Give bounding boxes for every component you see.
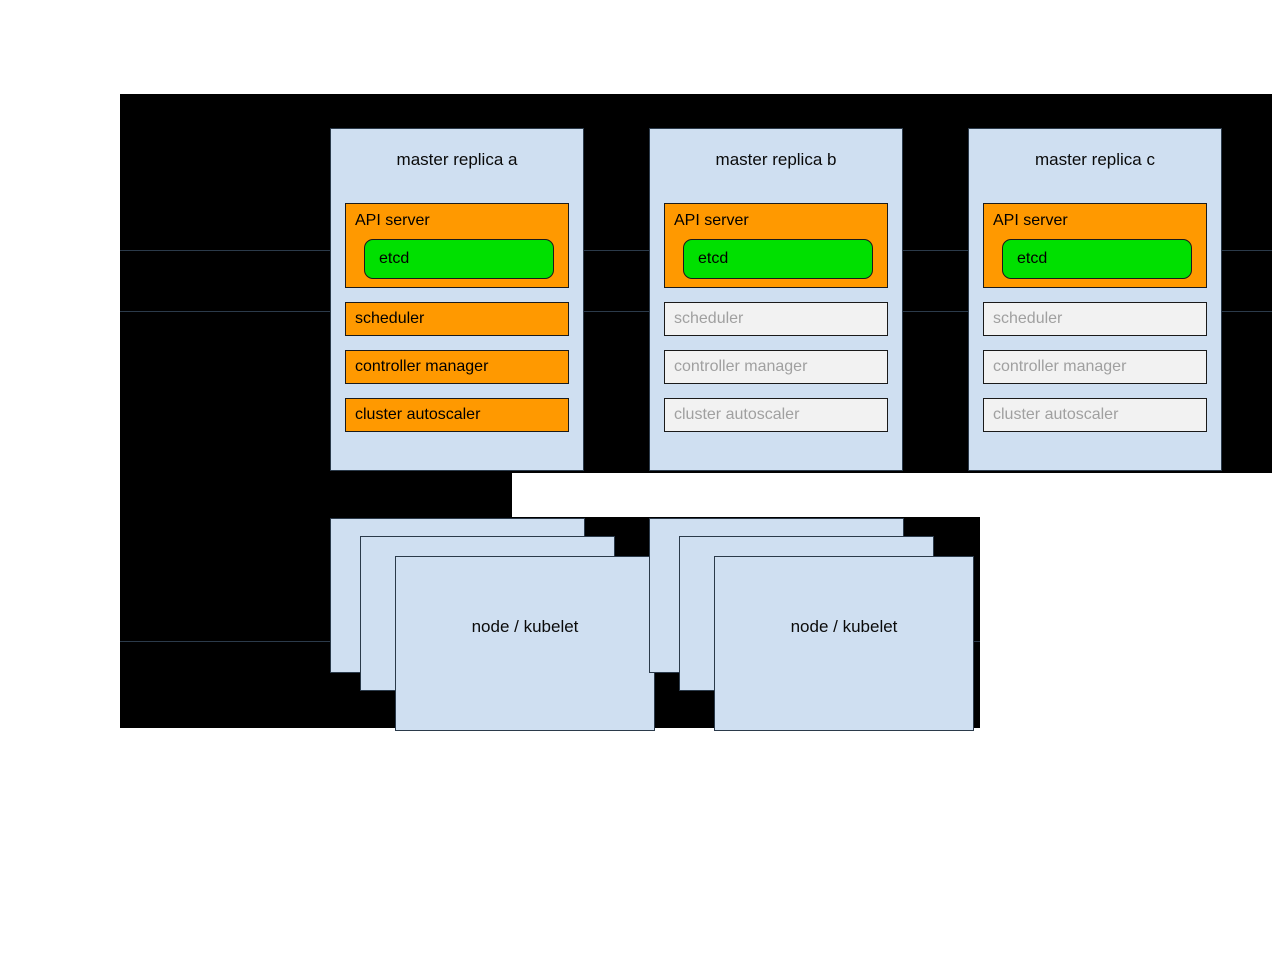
scheduler-box-a[interactable]: scheduler [345,302,569,336]
controller-manager-box-a[interactable]: controller manager [345,350,569,384]
controller-manager-box-c[interactable]: controller manager [983,350,1207,384]
api-server-label-c: API server [993,212,1068,229]
node-stack-2[interactable]: node / kubelet [649,518,979,733]
cluster-autoscaler-box-c[interactable]: cluster autoscaler [983,398,1207,432]
master-replica-a-panel[interactable]: master replica a API server etcd schedul… [330,128,584,471]
etcd-box-b[interactable]: etcd [683,239,873,279]
api-server-block-a[interactable]: API server etcd [345,203,569,288]
master-replica-b-components: API server etcd scheduler controller man… [664,203,888,446]
node-label-2: node / kubelet [790,616,898,636]
master-replica-a-title: master replica a [396,150,518,169]
scheduler-box-b[interactable]: scheduler [664,302,888,336]
etcd-box-a[interactable]: etcd [364,239,554,279]
cluster-autoscaler-box-a[interactable]: cluster autoscaler [345,398,569,432]
master-replica-c-components: API server etcd scheduler controller man… [983,203,1207,446]
node-stack-1[interactable]: node / kubelet [330,518,660,733]
node-card-front-2[interactable]: node / kubelet [714,556,974,731]
node-card-front-1[interactable]: node / kubelet [395,556,655,731]
api-server-label-a: API server [355,212,430,229]
node-label-1: node / kubelet [471,616,579,636]
master-replica-a-components: API server etcd scheduler controller man… [345,203,569,446]
master-replica-b-title: master replica b [715,150,837,169]
controller-manager-box-b[interactable]: controller manager [664,350,888,384]
scheduler-box-c[interactable]: scheduler [983,302,1207,336]
master-replica-c-panel[interactable]: master replica c API server etcd schedul… [968,128,1222,471]
api-server-label-b: API server [674,212,749,229]
cluster-autoscaler-box-b[interactable]: cluster autoscaler [664,398,888,432]
master-replica-b-panel[interactable]: master replica b API server etcd schedul… [649,128,903,471]
api-server-block-b[interactable]: API server etcd [664,203,888,288]
master-replica-c-title: master replica c [1035,150,1155,169]
api-server-block-c[interactable]: API server etcd [983,203,1207,288]
etcd-box-c[interactable]: etcd [1002,239,1192,279]
